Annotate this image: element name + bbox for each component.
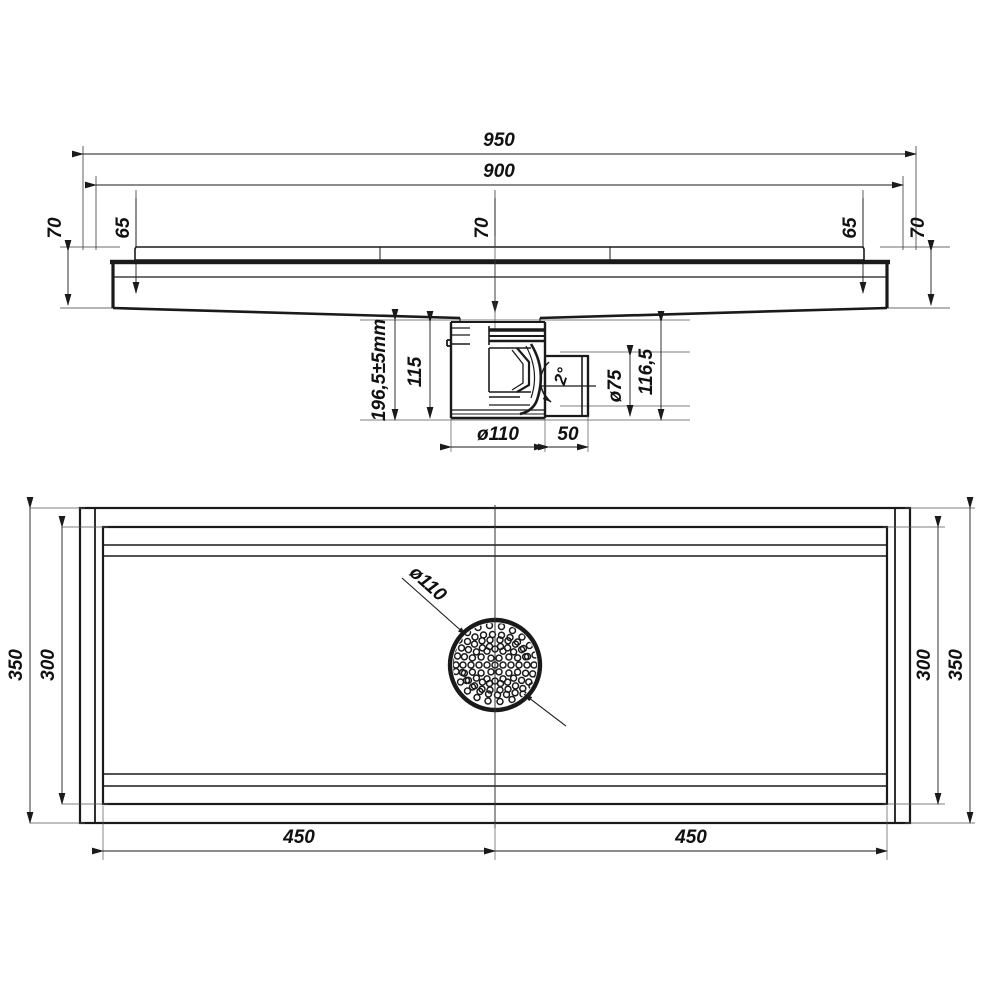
dim-overall-950: 950: [72, 130, 917, 158]
dim-label-drain-total-height: 196,5±5mm: [369, 319, 390, 421]
dim-label-right-half-width: 450: [674, 827, 707, 848]
dim-body-diameter: ø110: [440, 424, 546, 451]
dim-label-outlet-offset: 50: [557, 424, 579, 445]
dim-drain-body-height: 115: [405, 311, 434, 419]
dim-label-plan-overall-depth: 350: [6, 649, 27, 681]
dim-left-70: 70: [45, 217, 72, 306]
elevation-view: 950 900 70 65 70 65 70: [45, 130, 950, 330]
dim-inner-900: 900: [85, 161, 904, 189]
dim-plan-right-300: 300: [914, 516, 942, 805]
dim-label-inner-width: 900: [483, 161, 515, 182]
dim-label-right-inner-height: 65: [840, 217, 861, 239]
dim-plan-left-300: 300: [38, 516, 66, 805]
dim-right-70: 70: [908, 217, 935, 306]
drain-outlet-spigot: 2°: [539, 354, 596, 418]
dim-plan-right-450: 450: [484, 827, 888, 855]
drain-trap-insert: [488, 326, 545, 416]
dim-label-outlet-diameter: ø75: [605, 369, 626, 402]
drain-body-detail: 2° 196,5±5mm 115 ø75 116,5: [360, 309, 690, 452]
dim-plan-left-350: 350: [6, 497, 34, 824]
dim-label-left-flange-height: 70: [45, 217, 66, 239]
dim-outlet-height: 116,5: [636, 311, 665, 421]
dim-plan-left-450: 450: [92, 827, 496, 855]
dim-label-left-half-width: 450: [282, 827, 315, 848]
dim-label-center-depth: 70: [472, 217, 493, 239]
drain-grate: [447, 615, 543, 715]
dim-label-body-diameter: ø110: [477, 424, 519, 445]
dim-outlet-diameter: ø75: [605, 345, 634, 417]
dim-label-drain-body-height: 115: [405, 356, 426, 387]
dim-label-plan-inner-depth-right: 300: [914, 649, 935, 681]
dim-label-left-inner-height: 65: [113, 217, 134, 239]
plan-end-ribs: [94, 508, 896, 823]
dim-label-plan-inner-depth: 300: [38, 649, 59, 681]
dim-label-outlet-height: 116,5: [636, 349, 657, 396]
dim-drain-total-height: 196,5±5mm: [369, 309, 399, 421]
dim-label-plan-overall-depth-right: 350: [946, 649, 967, 681]
tray-profile: [110, 246, 890, 322]
dim-plan-right-350: 350: [946, 497, 974, 824]
dim-outlet-offset: 50: [538, 424, 589, 451]
dim-label-outlet-angle: 2°: [550, 365, 573, 387]
dim-label-overall-width: 950: [483, 130, 515, 151]
plan-view: ø110 350 300: [6, 497, 975, 860]
grate-perforations: [453, 623, 537, 706]
dim-label-right-flange-height: 70: [908, 217, 929, 239]
